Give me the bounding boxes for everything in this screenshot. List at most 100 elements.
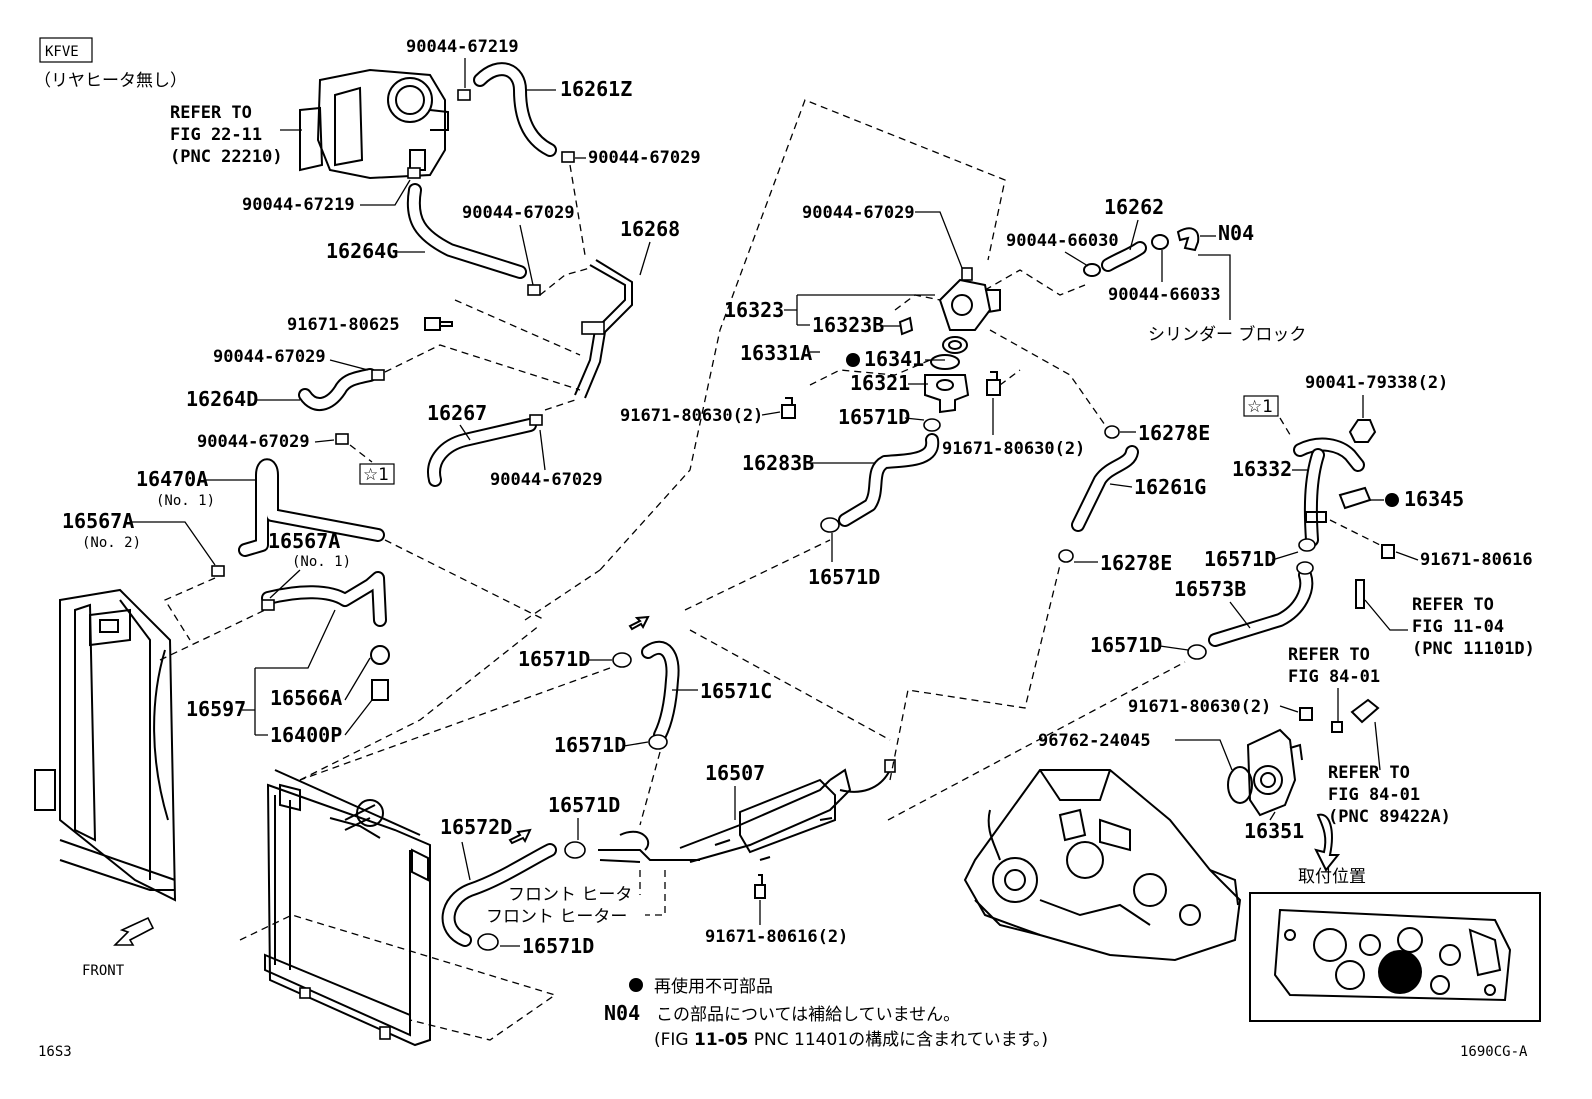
label-16264D: 16264D bbox=[186, 387, 258, 411]
pipe-16507 bbox=[679, 759, 896, 863]
label-90044-67029-f: 90044-67029 bbox=[802, 203, 915, 223]
label-16332: 16332 bbox=[1232, 457, 1292, 481]
label-16567A-b: 16567A bbox=[268, 529, 340, 553]
non-reusable-dot-icon bbox=[629, 978, 643, 992]
label-91671-80616-a: 91671-80616 bbox=[1420, 550, 1533, 570]
label-91671-80630-b: 91671-80630(2) bbox=[942, 439, 1085, 459]
label-91671-80630-a: 91671-80630(2) bbox=[620, 406, 763, 426]
label-16264G: 16264G bbox=[326, 239, 398, 263]
throttle-body bbox=[299, 68, 449, 180]
label-90044-67029-e: 90044-67029 bbox=[490, 470, 603, 490]
radiator bbox=[264, 769, 431, 1047]
label-91671-80625: 91671-80625 bbox=[287, 315, 400, 335]
label-16567A-a-sub: (No. 2) bbox=[82, 535, 141, 551]
label-16597: 16597 bbox=[186, 697, 246, 721]
label-16283B: 16283B bbox=[742, 451, 814, 475]
label-fig8401-2: FIG 84-01 bbox=[1288, 667, 1380, 687]
label-16567A-a: 16567A bbox=[62, 509, 134, 533]
label-16571D-a: 16571D bbox=[838, 405, 910, 429]
label-16278E-b: 16278E bbox=[1100, 551, 1172, 575]
non-reusable-dot-16341 bbox=[846, 353, 860, 367]
label-16571D-h: 16571D bbox=[522, 934, 594, 958]
label-90044-66033: 90044-66033 bbox=[1108, 285, 1221, 305]
label-16470A-sub: (No. 1) bbox=[156, 493, 215, 509]
label-90044-67219-a: 90044-67219 bbox=[406, 37, 519, 57]
label-16571D-d: 16571D bbox=[1090, 633, 1162, 657]
label-16571D-g: 16571D bbox=[548, 793, 620, 817]
label-16470A: 16470A bbox=[136, 467, 208, 491]
label-16567A-b-sub: (No. 1) bbox=[292, 554, 351, 570]
throttle-refer-1: REFER TO bbox=[170, 103, 252, 123]
label-16261Z: 16261Z bbox=[560, 77, 632, 101]
label-16572D: 16572D bbox=[440, 815, 512, 839]
engine-note: （リヤヒータ無し） bbox=[34, 71, 187, 91]
label-16321: 16321 bbox=[850, 371, 910, 395]
label-16566A: 16566A bbox=[270, 686, 342, 710]
label-16267: 16267 bbox=[427, 401, 487, 425]
label-16571D-f: 16571D bbox=[554, 733, 626, 757]
label-90044-67029-b: 90044-67029 bbox=[462, 203, 575, 223]
cylinder-block: シリンダー ブロック bbox=[1148, 324, 1306, 345]
label-16261G: 16261G bbox=[1134, 475, 1206, 499]
star1-a: ☆1 bbox=[363, 465, 389, 485]
label-16268: 16268 bbox=[620, 217, 680, 241]
legend-non-reusable: 再使用不可部品 bbox=[654, 976, 773, 997]
label-16323B: 16323B bbox=[812, 313, 884, 337]
water-inlet-housing bbox=[898, 267, 1001, 336]
label-91671-80630-c: 91671-80630(2) bbox=[1128, 697, 1271, 717]
throttle-refer-3: (PNC 22210) bbox=[170, 147, 283, 167]
label-fig8401b-1: REFER TO bbox=[1328, 763, 1410, 783]
label-16571C: 16571C bbox=[700, 679, 772, 703]
label-16507: 16507 bbox=[705, 761, 765, 785]
throttle-refer-2: FIG 22-11 bbox=[170, 125, 262, 145]
engine-block bbox=[963, 769, 1242, 962]
label-90044-67029-c: 90044-67029 bbox=[213, 347, 326, 367]
label-90044-66030: 90044-66030 bbox=[1006, 231, 1119, 251]
engine-code-box bbox=[39, 37, 93, 63]
label-16331A: 16331A bbox=[740, 341, 812, 365]
label-N04: N04 bbox=[1218, 221, 1254, 245]
label-16351: 16351 bbox=[1244, 819, 1304, 843]
label-16571D-b: 16571D bbox=[808, 565, 880, 589]
non-reusable-dot-16345 bbox=[1385, 493, 1399, 507]
footer-right-code: 1690CG-A bbox=[1460, 1044, 1528, 1060]
label-fig1104-1: REFER TO bbox=[1412, 595, 1494, 615]
label-90041-79338: 90041-79338(2) bbox=[1305, 373, 1448, 393]
front-heater-1: フロント ヒータ bbox=[508, 885, 632, 905]
label-16341: 16341 bbox=[864, 347, 924, 371]
front-arrow-icon bbox=[113, 916, 155, 946]
legend-n04-code: N04 bbox=[604, 1001, 640, 1025]
label-16278E-a: 16278E bbox=[1138, 421, 1210, 445]
front-label: FRONT bbox=[82, 963, 125, 979]
star1-b: ☆1 bbox=[1247, 397, 1273, 417]
engine-code: KFVE bbox=[45, 44, 79, 60]
label-16345: 16345 bbox=[1404, 487, 1464, 511]
label-16400P: 16400P bbox=[270, 723, 342, 747]
footer-left-code: 16S3 bbox=[38, 1044, 72, 1060]
radiator-support bbox=[34, 588, 177, 902]
label-16573B: 16573B bbox=[1174, 577, 1246, 601]
label-fig8401-1: REFER TO bbox=[1288, 645, 1370, 665]
legend-n04-line1: この部品については補給していません。 bbox=[656, 1005, 960, 1025]
label-16571D-e: 16571D bbox=[518, 647, 590, 671]
label-90044-67029-d: 90044-67029 bbox=[197, 432, 310, 452]
label-fig8401b-3: (PNC 89422A) bbox=[1328, 807, 1451, 827]
front-heater-2: フロント ヒーター bbox=[486, 907, 627, 927]
star1-box-a bbox=[359, 463, 395, 485]
legend-n04-line2: (FIG 11-05 PNC 11401の構成に含まれています。) bbox=[654, 1030, 1048, 1050]
label-90044-67219-b: 90044-67219 bbox=[242, 195, 355, 215]
star1-box-b bbox=[1243, 395, 1279, 417]
label-90044-67029-a: 90044-67029 bbox=[588, 148, 701, 168]
inset-cylinder-head bbox=[1273, 908, 1512, 1002]
label-91671-80616-b: 91671-80616(2) bbox=[705, 927, 848, 947]
label-fig1104-2: FIG 11-04 bbox=[1412, 617, 1504, 637]
label-96762-24045: 96762-24045 bbox=[1038, 731, 1151, 751]
label-16262: 16262 bbox=[1104, 195, 1164, 219]
inset-box bbox=[1249, 892, 1541, 1022]
mount-position: 取付位置 bbox=[1298, 867, 1366, 887]
label-16571D-c: 16571D bbox=[1204, 547, 1276, 571]
label-16323: 16323 bbox=[724, 298, 784, 322]
label-fig1104-3: (PNC 11101D) bbox=[1412, 639, 1535, 659]
pipe-16268 bbox=[574, 259, 633, 399]
